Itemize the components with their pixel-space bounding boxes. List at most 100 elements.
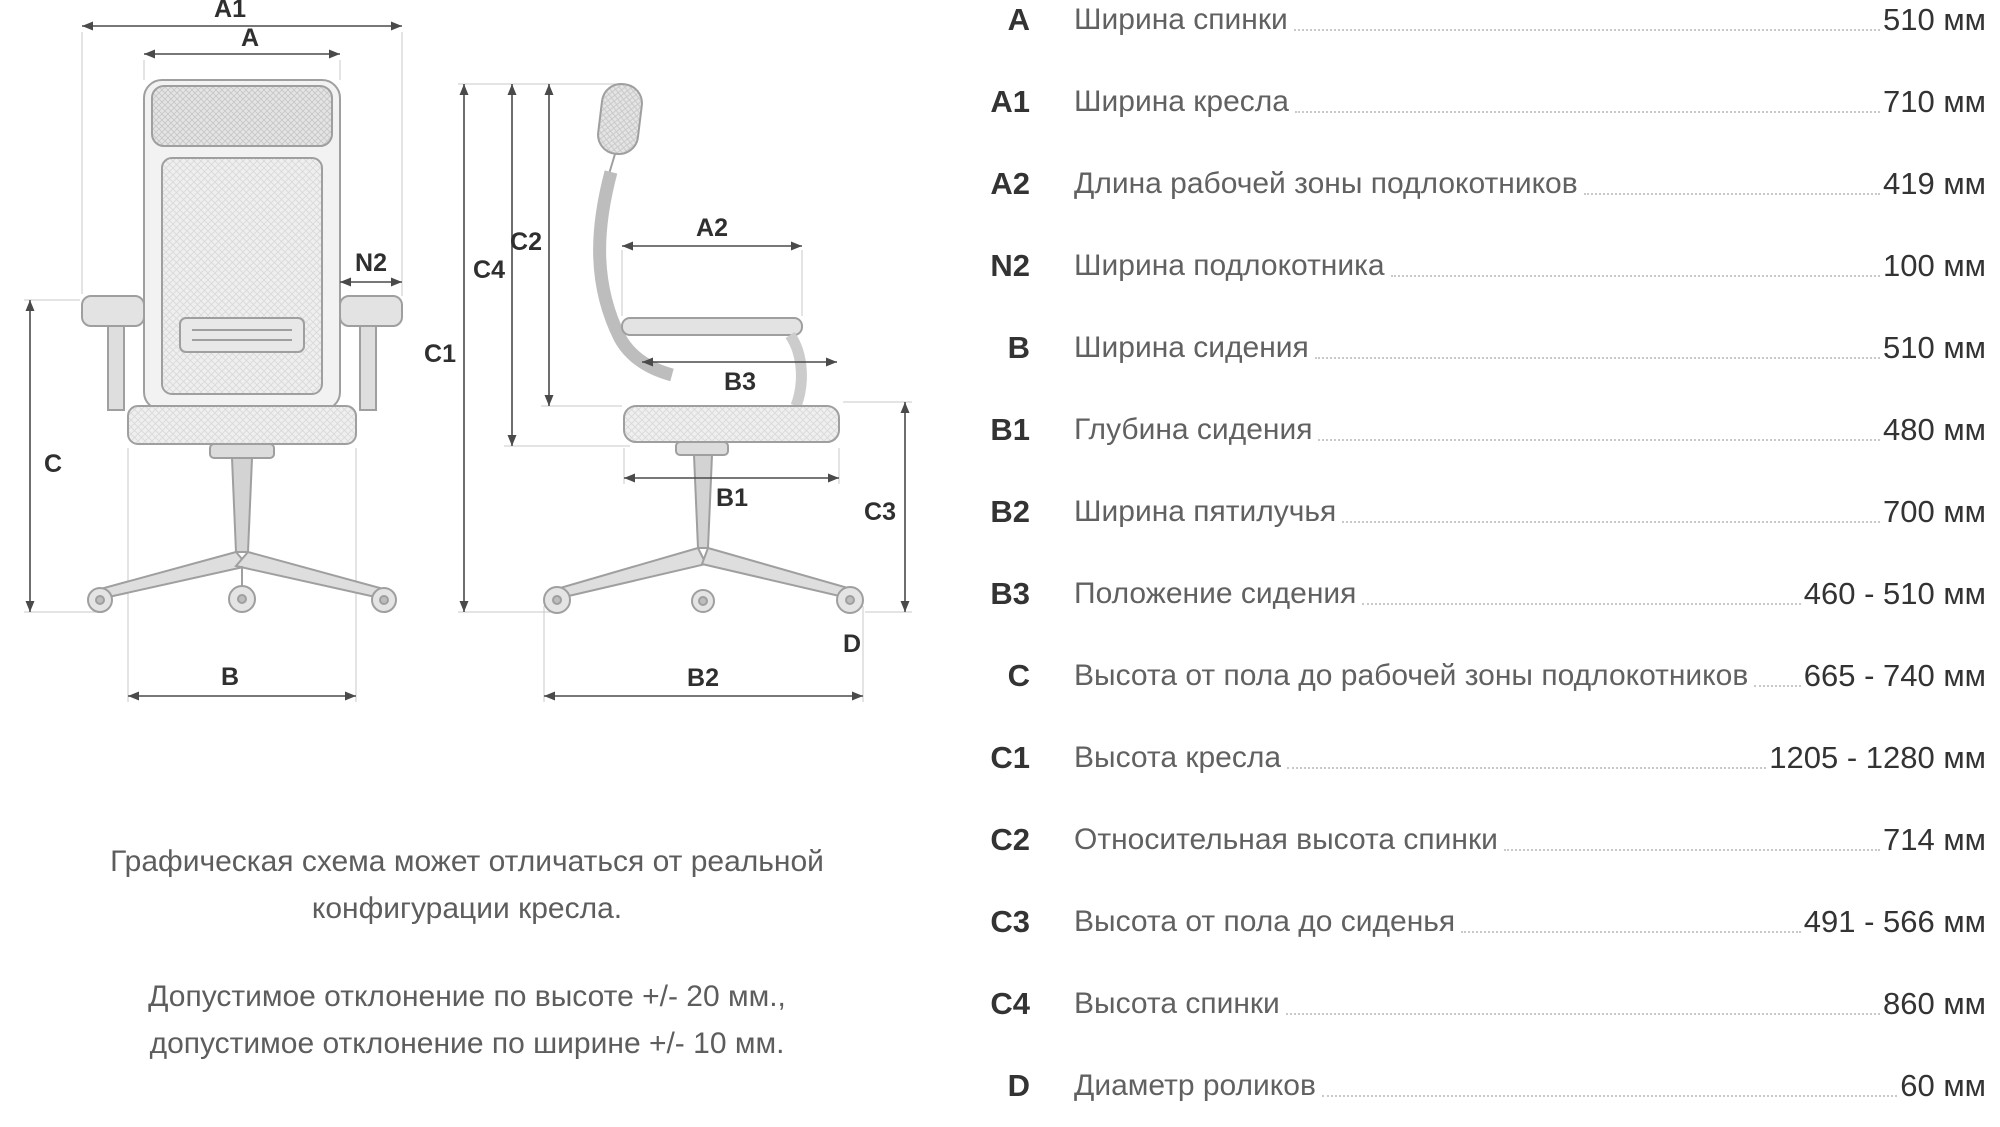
dimensions-spec-list: A Ширина спинки 510 мм A1 Ширина кресла … <box>952 0 2000 1127</box>
spec-code: C3 <box>990 904 1030 939</box>
spec-label: Высота от пола до рабочей зоны подлокотн… <box>1074 659 1749 692</box>
spec-code: C1 <box>990 740 1030 775</box>
seat-side <box>623 405 840 443</box>
note-tolerance: Допустимое отклонение по высоте +/- 20 м… <box>0 973 934 1067</box>
dim-label-d: D <box>843 630 861 658</box>
gas-lift-column-side <box>692 454 714 549</box>
front-extension-lines <box>24 32 403 702</box>
dotted-leader <box>1287 767 1767 769</box>
spec-code: B2 <box>990 494 1030 529</box>
spec-row-a: A Ширина спинки 510 мм <box>952 0 2000 61</box>
spec-label: Ширина спинки <box>1074 3 1288 36</box>
dotted-leader <box>1314 357 1881 359</box>
spec-value: 714 мм <box>1883 822 1986 857</box>
spec-row-c3: C3 Высота от пола до сиденья 491 - 566 м… <box>952 881 2000 963</box>
spec-value: 60 мм <box>1900 1068 1986 1103</box>
dim-label-n2: N2 <box>355 249 387 277</box>
dim-label-a1: A1 <box>214 0 246 23</box>
spec-code: C <box>1007 658 1030 693</box>
spec-code: C4 <box>990 986 1030 1021</box>
spec-value: 100 мм <box>1883 248 1986 283</box>
spec-row-b3: B3 Положение сидения 460 - 510 мм <box>952 553 2000 635</box>
spec-code: B <box>1007 330 1030 365</box>
spec-value: 480 мм <box>1883 412 1986 447</box>
spec-code: A1 <box>990 84 1030 119</box>
spec-value: 491 - 566 мм <box>1803 904 1986 939</box>
spec-code: A <box>1007 2 1030 37</box>
spec-value: 510 мм <box>1883 2 1986 37</box>
chair-diagram-svg: A1 A N2 C B <box>24 0 912 702</box>
dotted-leader <box>1362 603 1801 605</box>
dim-label-c: C <box>44 450 62 478</box>
note-line: конфигурации кресла. <box>311 892 623 925</box>
spec-value: 419 мм <box>1883 166 1986 201</box>
spec-row-a1: A1 Ширина кресла 710 мм <box>952 61 2000 143</box>
dotted-leader <box>1318 439 1881 441</box>
dotted-leader <box>1294 111 1881 113</box>
spec-code: B3 <box>990 576 1030 611</box>
spec-row-a2: A2 Длина рабочей зоны подлокотников 419 … <box>952 143 2000 225</box>
seat-mechanism-side <box>675 441 729 456</box>
dim-label-b3: B3 <box>724 368 756 396</box>
base-leg-right <box>234 550 381 600</box>
dotted-leader <box>1503 849 1881 851</box>
armrest-support-right <box>359 321 377 411</box>
spec-value: 460 - 510 мм <box>1803 576 1986 611</box>
chair-dimensions-diagram: A1 A N2 C B <box>12 0 962 750</box>
spec-value: 860 мм <box>1883 986 1986 1021</box>
spec-label: Ширина подлокотника <box>1074 249 1385 282</box>
dim-label-a: A <box>241 24 259 52</box>
spec-row-c2: C2 Относительная высота спинки 714 мм <box>952 799 2000 881</box>
spec-row-c4: C4 Высота спинки 860 мм <box>952 963 2000 1045</box>
spec-code: D <box>1007 1068 1030 1103</box>
side-dimension-lines <box>459 84 910 701</box>
spec-label: Высота кресла <box>1074 741 1282 774</box>
backrest-side <box>593 170 674 382</box>
base-leg-left <box>103 550 250 600</box>
armrest-side <box>621 317 803 336</box>
dim-label-b: B <box>221 663 239 691</box>
dotted-leader <box>1461 931 1801 933</box>
spec-code: C2 <box>990 822 1030 857</box>
dim-label-c1: C1 <box>424 340 456 368</box>
gas-lift-column <box>230 457 254 553</box>
front-dimension-lines <box>25 21 402 701</box>
lumbar-adjuster <box>179 317 305 353</box>
spec-row-b2: B2 Ширина пятилучья 700 мм <box>952 471 2000 553</box>
backrest-mesh <box>161 157 323 395</box>
spec-label: Положение сидения <box>1074 577 1357 610</box>
spec-label: Ширина кресла <box>1074 85 1289 118</box>
spec-code: N2 <box>990 248 1030 283</box>
note-schema-disclaimer: Графическая схема может отличаться от ре… <box>0 838 934 932</box>
base-leg-back <box>559 546 708 600</box>
side-chair-body <box>543 82 864 614</box>
spec-row-n2: N2 Ширина подлокотника 100 мм <box>952 225 2000 307</box>
spec-label: Ширина пятилучья <box>1074 495 1337 528</box>
spec-value: 710 мм <box>1883 84 1986 119</box>
note-line: Графическая схема может отличаться от ре… <box>110 845 824 878</box>
diagram-notes: Графическая схема может отличаться от ре… <box>0 838 934 1108</box>
spec-row-b: B Ширина сидения 510 мм <box>952 307 2000 389</box>
front-chair-body <box>81 79 403 613</box>
spec-label: Высота спинки <box>1074 987 1280 1020</box>
armrest-support-side <box>785 331 807 408</box>
spec-code: A2 <box>990 166 1030 201</box>
spec-row-c: C Высота от пола до рабочей зоны подлоко… <box>952 635 2000 717</box>
dim-label-c3: C3 <box>864 498 896 526</box>
note-line: Допустимое отклонение по высоте +/- 20 м… <box>148 980 786 1013</box>
spec-label: Длина рабочей зоны подлокотников <box>1074 167 1578 200</box>
armrest-support-left <box>107 321 125 411</box>
dotted-leader <box>1583 193 1881 195</box>
seat-mechanism <box>209 443 275 459</box>
spec-label: Относительная высота спинки <box>1074 823 1498 856</box>
dotted-leader <box>1293 29 1881 31</box>
dotted-leader <box>1342 521 1881 523</box>
headrest-front <box>151 85 333 147</box>
spec-value: 510 мм <box>1883 330 1986 365</box>
dim-label-b2: B2 <box>687 664 719 692</box>
seat-front <box>127 405 357 445</box>
dim-label-b1: B1 <box>716 484 748 512</box>
dotted-leader <box>1754 685 1801 687</box>
spec-row-c1: C1 Высота кресла 1205 - 1280 мм <box>952 717 2000 799</box>
base-leg-front <box>700 546 849 600</box>
